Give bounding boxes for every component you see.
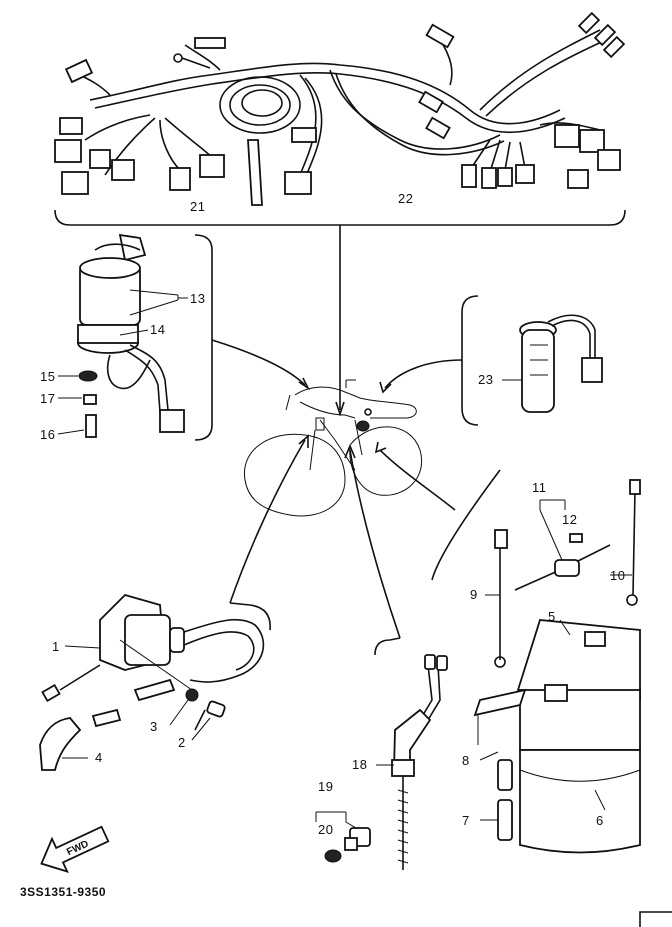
harness-connector [54,139,82,163]
callout-11: 11 [532,480,547,495]
battery-group [374,441,641,854]
callout-1: 1 [52,639,60,654]
callout-8: 8 [462,753,470,768]
callout-22: 22 [398,191,413,206]
callout-15: 15 [40,369,55,384]
harness-connector [169,167,191,191]
callout-18: 18 [352,757,367,772]
fuse-holder [554,559,580,577]
callout-23: 23 [478,372,493,387]
callout-14: 14 [150,322,165,337]
callout-3: 3 [150,719,158,734]
harness-connector [64,58,94,84]
throttle-grip [521,329,555,413]
harness-connector [597,149,621,171]
harness-connector [89,149,111,169]
callout-9: 9 [470,587,478,602]
switch-connector [159,409,185,433]
harness-connector [418,90,444,114]
screw [85,414,97,438]
callout-19: 19 [318,779,333,794]
harness-connector [61,171,89,195]
harness-connector [461,164,477,188]
spark-plug-cap [39,717,82,771]
catalog-code: 3SS1351-9350 [20,885,106,899]
battery-case [519,749,641,854]
main-switch-group [57,233,213,441]
group-bracket [54,209,626,226]
callout-16: 16 [40,427,55,442]
harness-connector [481,167,497,189]
harness-connector [602,35,626,59]
ignition-coil-group [39,434,309,771]
callout-13: 13 [190,291,205,306]
harness-connector [194,37,226,49]
motorcycle-outline [243,379,422,517]
forward-arrow: FWD [40,825,110,873]
harness-connector [425,23,455,49]
cable-band [247,139,263,206]
callout-6: 6 [596,813,604,828]
harness-connector [579,129,605,153]
callout-4: 4 [95,750,103,765]
grip-assembly [379,295,603,426]
harness-connector [497,167,513,187]
callout-17: 17 [40,391,55,406]
sender-group [315,443,448,870]
harness-connector [111,159,135,181]
harness-connector [291,127,317,143]
battery [519,689,641,751]
harness-connector [199,154,225,178]
fuse [569,533,583,543]
callout-12: 12 [562,512,577,527]
wire-harness [54,11,626,206]
harness-connector [593,23,617,47]
harness-connector [515,164,535,184]
harness-connector [284,171,312,195]
callout-2: 2 [178,735,186,750]
harness-connector [577,11,601,35]
grip-connector [581,357,603,383]
callout-21: 21 [190,199,205,214]
callout-20: 20 [318,822,333,837]
harness-connector [554,124,580,148]
corner-mark [639,911,672,927]
callout-7: 7 [462,813,470,828]
washer [78,370,98,382]
harness-connector [425,116,451,140]
callout-5: 5 [548,609,556,624]
harness-connector [567,169,589,189]
nut [83,394,97,405]
harness-connector [59,117,83,135]
callout-10: 10 [610,568,625,583]
